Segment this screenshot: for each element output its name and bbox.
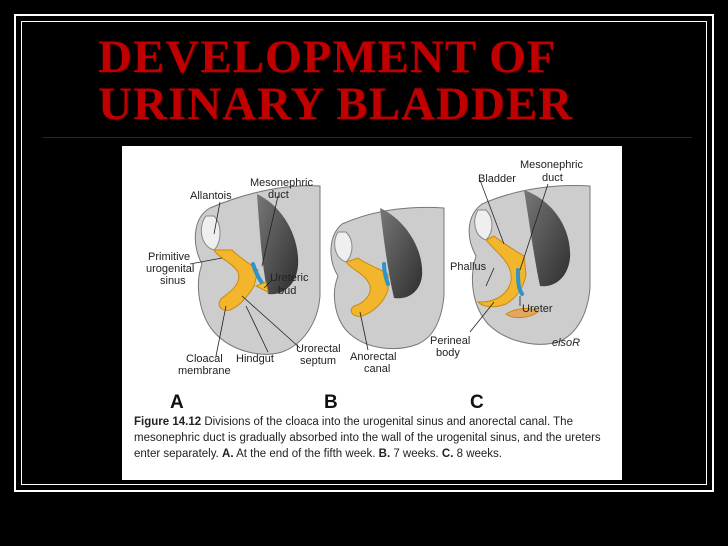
label-ureteric-1: Ureteric (270, 272, 309, 284)
panel-a-embryo (194, 185, 321, 355)
panel-a-bud (254, 281, 269, 293)
label-allantois: Allantois (190, 190, 232, 202)
title-divider (42, 137, 692, 138)
label-perineal-1: Perineal (430, 335, 470, 347)
embryo-diagram: Allantois Mesonephric duct Primitive uro… (146, 159, 591, 413)
slide-title: DEVELOPMENT OF URINARY BLADDER (98, 34, 658, 128)
label-mesonephric-a-1: Mesonephric (250, 177, 313, 189)
panel-b-embryo (330, 206, 445, 350)
panel-b-dark-region (380, 208, 423, 299)
label-primitive-2: urogenital (146, 263, 194, 275)
label-cloacal-2: membrane (178, 365, 231, 377)
slide-frame-outer (14, 14, 714, 492)
panel-c-gut (476, 235, 527, 308)
label-anorectal-1: Anorectal (350, 351, 396, 363)
panel-c-embryo (468, 185, 591, 345)
title-line-2: URINARY BLADDER (98, 78, 574, 130)
panel-c-dark-region (524, 190, 571, 287)
caption-b-label: B. (378, 448, 391, 460)
label-anorectal-2: canal (364, 363, 390, 375)
label-mesonephric-a-2: duct (268, 189, 289, 201)
label-primitive-1: Primitive (148, 251, 190, 263)
label-urorectal-1: Urorectal (296, 343, 341, 355)
label-phallus: Phallus (450, 261, 487, 273)
label-mesonephric-c-1: Mesonephric (520, 159, 583, 171)
title-line-1: DEVELOPMENT OF (98, 31, 557, 83)
panel-b-duct (382, 262, 390, 286)
label-urorectal-2: septum (300, 355, 336, 367)
label-cloacal-1: Cloacal (186, 353, 223, 365)
label-primitive-3: sinus (160, 275, 186, 287)
label-mesonephric-c-2: duct (542, 172, 563, 184)
leader-lines (189, 179, 549, 357)
panel-label-c: C (470, 392, 484, 413)
label-ureteric-2: bud (278, 285, 296, 297)
caption-a-label: A. (222, 448, 234, 460)
panel-c-rectum (505, 307, 539, 319)
figure-caption: Figure 14.12 Divisions of the cloaca int… (134, 414, 614, 462)
slide-frame-inner (21, 21, 707, 485)
caption-a-text: At the end of the fifth week. (233, 448, 379, 460)
label-bladder: Bladder (478, 173, 516, 185)
caption-figure-label: Figure 14.12 (134, 416, 202, 428)
panel-c-duct (516, 268, 524, 296)
label-signature: elsoR (552, 337, 580, 349)
label-hindgut: Hindgut (236, 353, 274, 365)
caption-b-text: 7 weeks. (390, 448, 442, 460)
caption-c-label: C. (441, 448, 454, 460)
panel-label-b: B (324, 392, 338, 413)
caption-c-text: 8 weeks. (453, 448, 502, 460)
panel-a-dark-region (257, 194, 299, 295)
label-ureter: Ureter (522, 303, 553, 315)
label-perineal-2: body (436, 347, 460, 359)
panel-label-a: A (170, 392, 184, 413)
figure-image: Allantois Mesonephric duct Primitive uro… (122, 146, 622, 480)
caption-text-1: Divisions of the cloaca into the urogeni… (134, 416, 601, 460)
